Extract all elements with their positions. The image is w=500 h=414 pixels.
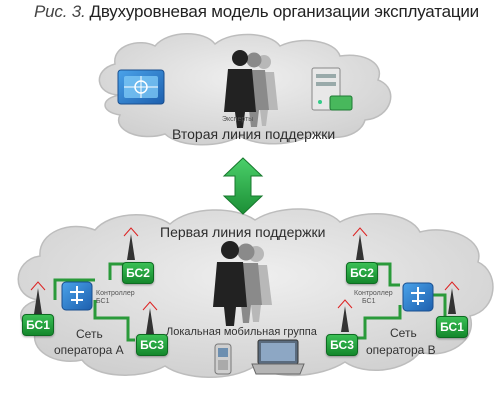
antenna-icon: [123, 227, 139, 260]
operator-b-label-2: оператора В: [366, 343, 436, 357]
handheld-device-icon: [214, 343, 232, 375]
base-station-b-bs3: БС3: [326, 334, 358, 356]
base-station-a-bs3: БС3: [136, 334, 168, 356]
base-station-a-bs2: БС2: [122, 262, 154, 284]
operator-a-label-1: Сеть: [76, 327, 103, 341]
operator-a-label-2: оператора А: [54, 343, 124, 357]
controller-a-label-1: Контроллер: [96, 290, 135, 297]
controller-b-label-1: Контроллер: [354, 290, 393, 297]
double-arrow-icon: [222, 157, 264, 215]
experts-people-icon: [224, 50, 278, 128]
figure-caption: Рис. 3.Двухуровневая модель организации …: [34, 2, 500, 22]
base-station-b-bs1: БС1: [436, 316, 468, 338]
antenna-icon: [337, 299, 353, 332]
operator-b-label-1: Сеть: [390, 326, 417, 340]
experts-label: Эксперты: [222, 116, 254, 123]
laptop-icon: [251, 339, 305, 375]
server-icon: [311, 67, 353, 111]
antenna-icon: [352, 227, 368, 260]
controller-a-label-2: БС1: [96, 298, 110, 305]
antenna-icon: [444, 281, 460, 314]
workstation-icon: [117, 69, 165, 105]
antenna-icon: [142, 301, 158, 334]
controller-icon: [61, 281, 93, 311]
local-group-people-icon: [213, 241, 272, 326]
controller-icon: [402, 282, 434, 312]
figure-title: Двухуровневая модель организации эксплуа…: [89, 2, 480, 21]
first-line-label: Первая линия поддержки: [160, 224, 326, 240]
controller-b-label-2: БС1: [362, 298, 376, 305]
antenna-icon: [30, 281, 46, 314]
base-station-b-bs2: БС2: [346, 262, 378, 284]
second-line-label: Вторая линия поддержки: [172, 126, 336, 142]
figure-number: Рис. 3.: [34, 2, 86, 21]
local-group-label: Локальная мобильная группа: [166, 326, 317, 338]
base-station-a-bs1: БС1: [22, 314, 54, 336]
